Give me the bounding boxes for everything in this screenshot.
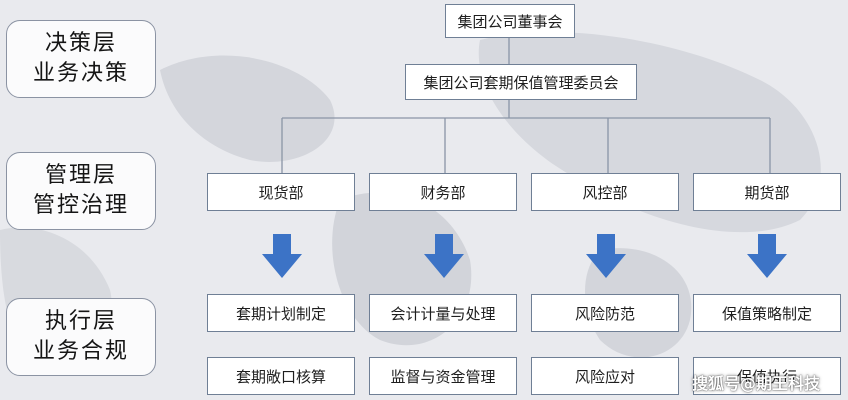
department-node: 现货部	[207, 173, 355, 211]
task-label: 风险防范	[574, 304, 635, 323]
task-label: 会计计量与处理	[390, 304, 496, 323]
task-node: 会计计量与处理	[369, 294, 517, 332]
task-node: 监督与资金管理	[369, 357, 517, 395]
watermark: 搜狐号@期王科技	[692, 374, 821, 393]
task-label: 套期计划制定	[235, 304, 326, 323]
task-label: 风险应对	[574, 367, 635, 386]
department-label: 风控部	[582, 183, 628, 202]
tier-execution-title: 执行层	[44, 309, 117, 334]
department-node: 财务部	[369, 173, 517, 211]
task-label: 监督与资金管理	[390, 367, 496, 386]
tier-management-subtitle: 管控治理	[32, 193, 129, 218]
committee-node: 集团公司套期保值管理委员会	[405, 64, 637, 100]
department-node: 期货部	[693, 173, 841, 211]
board-node: 集团公司董事会	[445, 4, 575, 38]
task-node: 风险应对	[531, 357, 679, 395]
tier-decision-label: 决策层 业务决策	[6, 20, 156, 98]
tier-management-label: 管理层 管控治理	[6, 152, 156, 230]
task-label: 套期敞口核算	[235, 367, 326, 386]
task-label: 保值策略制定	[721, 304, 812, 323]
department-label: 财务部	[420, 183, 466, 202]
task-node: 套期计划制定	[207, 294, 355, 332]
task-node: 风险防范	[531, 294, 679, 332]
task-label: 保值执行	[736, 367, 797, 386]
department-label: 期货部	[744, 183, 790, 202]
down-arrow-icon	[586, 234, 626, 278]
department-node: 风控部	[531, 173, 679, 211]
down-arrow-icon	[262, 234, 302, 278]
down-arrow-icon	[747, 234, 787, 278]
down-arrow-icon	[424, 234, 464, 278]
department-label: 现货部	[258, 183, 304, 202]
tier-decision-title: 决策层	[44, 31, 117, 56]
task-node: 保值执行	[693, 357, 841, 395]
task-node: 套期敞口核算	[207, 357, 355, 395]
committee-label: 集团公司套期保值管理委员会	[423, 73, 619, 92]
tier-execution-label: 执行层 业务合规	[6, 298, 156, 376]
task-node: 保值策略制定	[693, 294, 841, 332]
board-label: 集团公司董事会	[457, 12, 563, 31]
tier-execution-subtitle: 业务合规	[32, 339, 129, 364]
tier-decision-subtitle: 业务决策	[32, 61, 129, 86]
tier-management-title: 管理层	[44, 163, 117, 188]
